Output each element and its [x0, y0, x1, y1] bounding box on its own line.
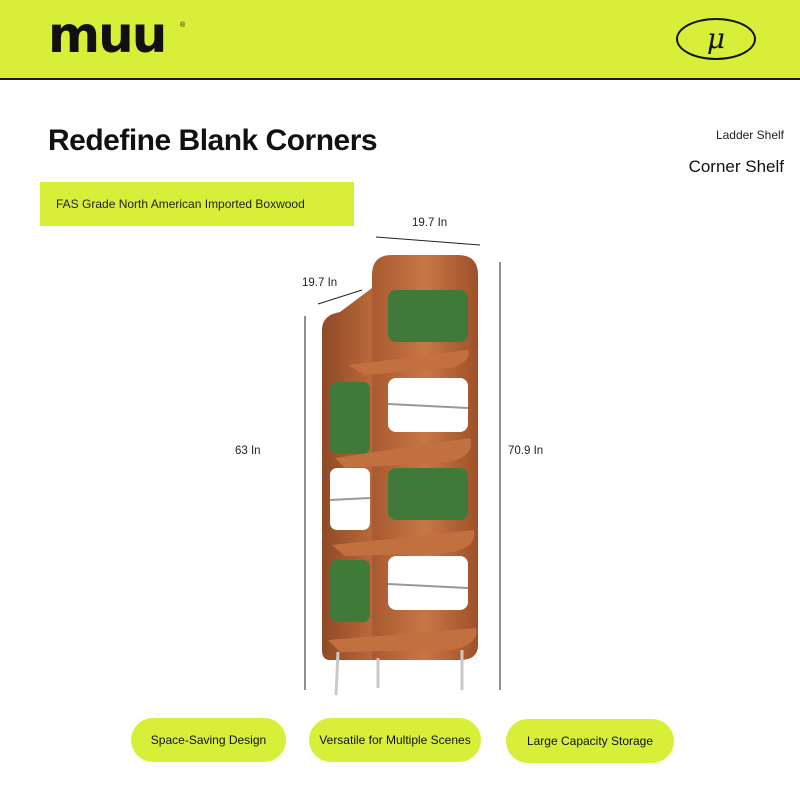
shelf-2 — [335, 438, 472, 468]
side-green-panel-2 — [330, 560, 370, 622]
dimension-right-height: 70.9 In — [508, 445, 544, 457]
page-title: Redefine Blank Corners — [48, 124, 378, 157]
leg-1 — [334, 651, 340, 696]
feature-pill-space-saving[interactable]: Space-Saving Design — [131, 718, 286, 762]
dimension-side-depth: 19.7 In — [302, 277, 338, 289]
dimension-left-height: 63 In — [235, 445, 261, 457]
green-panel-1 — [388, 290, 468, 342]
dimension-top-width: 19.7 In — [412, 217, 448, 229]
material-text: FAS Grade North American Imported Boxwoo… — [56, 197, 305, 211]
shelf-1 — [348, 350, 469, 375]
material-banner: FAS Grade North American Imported Boxwoo… — [40, 182, 354, 226]
header-banner: muu ® μ — [0, 0, 800, 80]
brand-logo[interactable]: muu — [48, 6, 167, 64]
top-width-dimension-line — [375, 236, 481, 246]
mu-monogram-icon: μ — [676, 18, 756, 60]
shelf-4 — [328, 628, 477, 652]
feature-pill-large-capacity[interactable]: Large Capacity Storage — [506, 719, 674, 763]
cutout-2 — [388, 556, 468, 610]
side-depth-dimension-line — [317, 289, 363, 305]
category-tag-corner-shelf: Corner Shelf — [688, 157, 784, 176]
shelf-3 — [332, 530, 475, 556]
trademark-mark: ® — [180, 22, 186, 29]
feature-pill-versatile[interactable]: Versatile for Multiple Scenes — [309, 718, 481, 762]
category-tag-ladder-shelf: Ladder Shelf — [715, 128, 784, 142]
green-panel-2 — [388, 468, 468, 520]
side-green-panel-1 — [330, 382, 370, 454]
